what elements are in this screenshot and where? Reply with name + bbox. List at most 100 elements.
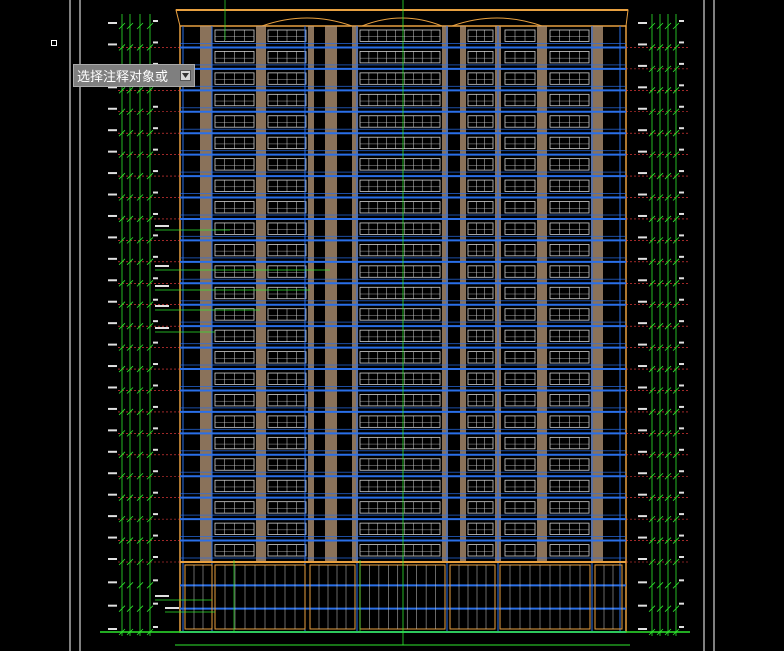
dimension-text-mark bbox=[108, 86, 117, 89]
dimension-tick bbox=[118, 344, 126, 351]
dimension-tick bbox=[648, 172, 656, 180]
dimension-tick bbox=[146, 22, 154, 30]
window bbox=[359, 243, 441, 257]
dimension-text-mark bbox=[679, 277, 684, 280]
dimension-tick bbox=[664, 430, 672, 437]
dimension-tick bbox=[136, 322, 144, 330]
roof-arch bbox=[361, 17, 443, 27]
shopfront bbox=[184, 564, 213, 630]
window bbox=[504, 351, 536, 364]
window bbox=[359, 136, 441, 150]
window bbox=[359, 458, 441, 471]
shopfront bbox=[214, 564, 306, 630]
dimension-tick bbox=[656, 582, 664, 589]
dimension-tick bbox=[656, 322, 664, 330]
dimension-tick bbox=[656, 129, 664, 137]
dimension-tick bbox=[664, 605, 672, 612]
dimension-text-mark bbox=[108, 343, 117, 346]
dimension-tick bbox=[648, 108, 656, 116]
dimension-text-mark bbox=[153, 41, 158, 44]
dimension-tick bbox=[136, 151, 144, 158]
dimension-tick bbox=[648, 628, 656, 636]
dimension-text-mark bbox=[679, 513, 684, 516]
dimension-tick bbox=[672, 605, 680, 612]
dimension-tick bbox=[672, 215, 680, 223]
dimension-text-mark bbox=[679, 84, 684, 87]
dimension-tick bbox=[648, 151, 656, 158]
dimension-tick bbox=[664, 44, 672, 51]
dimension-text-mark bbox=[108, 558, 117, 560]
dimension-tick bbox=[118, 494, 126, 501]
dimension-tick bbox=[136, 279, 144, 287]
dimension-tick bbox=[136, 215, 144, 223]
dimension-tick bbox=[672, 494, 680, 501]
dimension-tick bbox=[648, 451, 656, 459]
dimension-tick bbox=[664, 408, 672, 416]
chevron-down-icon[interactable] bbox=[180, 70, 191, 81]
dimension-tick bbox=[146, 151, 154, 158]
dimension-text-mark bbox=[679, 41, 684, 44]
window bbox=[467, 115, 494, 128]
window bbox=[504, 394, 536, 407]
dimension-text-mark bbox=[153, 491, 158, 494]
dimension-tick bbox=[126, 472, 134, 480]
dimension-text-mark bbox=[108, 193, 117, 196]
dimension-tick bbox=[118, 108, 126, 116]
window bbox=[359, 286, 441, 300]
dimension-tick bbox=[672, 151, 680, 158]
dimension-tick bbox=[648, 537, 656, 544]
dimension-text-mark bbox=[108, 386, 117, 389]
dimension-tick bbox=[146, 365, 154, 373]
dimension-tick bbox=[136, 44, 144, 51]
dimension-tick bbox=[672, 237, 680, 244]
dimension-tick bbox=[126, 279, 134, 287]
dimension-tick bbox=[126, 215, 134, 223]
dimension-text-mark bbox=[638, 43, 647, 46]
dimension-text-mark bbox=[638, 343, 647, 346]
dimension-tick bbox=[118, 558, 126, 566]
dimension-text-mark bbox=[108, 214, 117, 217]
shopfront bbox=[594, 564, 623, 630]
dimension-text-mark bbox=[153, 513, 158, 516]
dimension-text-mark bbox=[108, 300, 117, 303]
window bbox=[359, 351, 441, 364]
dimension-tick bbox=[648, 301, 656, 309]
dimension-text-mark bbox=[679, 127, 684, 130]
dimension-text-mark bbox=[153, 105, 158, 108]
dimension-tick bbox=[126, 108, 134, 116]
dimension-tick bbox=[664, 472, 672, 480]
dimension-text-mark bbox=[679, 470, 684, 473]
dimension-tick bbox=[118, 194, 126, 201]
dimension-tick bbox=[656, 365, 664, 373]
window bbox=[467, 329, 494, 343]
dimension-text-mark bbox=[153, 626, 158, 628]
pilaster bbox=[442, 26, 448, 562]
dimension-tick bbox=[656, 258, 664, 266]
dimension-text-mark bbox=[679, 62, 684, 65]
command-prompt-tooltip[interactable]: 选择注释对象或 bbox=[73, 64, 195, 87]
dimension-text-mark bbox=[679, 148, 684, 151]
dimension-tick bbox=[136, 537, 144, 544]
dimension-tick bbox=[656, 22, 664, 30]
window bbox=[504, 372, 536, 385]
dimension-tick bbox=[126, 129, 134, 137]
dimension-tick bbox=[656, 387, 664, 394]
dimension-tick bbox=[664, 494, 672, 501]
pilaster bbox=[591, 26, 603, 562]
dimension-tick bbox=[672, 387, 680, 394]
window bbox=[467, 286, 494, 300]
dimension-text-mark bbox=[108, 407, 117, 410]
dimension-tick bbox=[648, 408, 656, 416]
dimension-text-mark bbox=[153, 470, 158, 473]
dimension-tick bbox=[672, 22, 680, 30]
window bbox=[359, 158, 441, 171]
dimension-text-mark bbox=[679, 384, 684, 387]
dimension-tick bbox=[672, 129, 680, 137]
window bbox=[359, 29, 441, 42]
dimension-tick bbox=[118, 215, 126, 223]
dimension-tick bbox=[136, 344, 144, 351]
pilaster bbox=[325, 26, 337, 562]
window bbox=[467, 458, 494, 471]
window bbox=[504, 479, 536, 493]
